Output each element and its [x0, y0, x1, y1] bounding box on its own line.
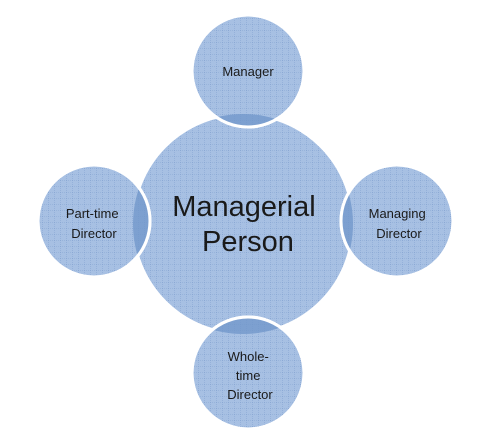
top-label: Manager — [222, 64, 274, 79]
left-label-line-1: Part-time — [66, 206, 119, 221]
left-label: Part-time Director — [66, 206, 122, 241]
right-label-line-1: Managing — [369, 206, 426, 221]
bottom-label: Whole- time Director — [227, 349, 273, 402]
bottom-label-line-3: Director — [227, 387, 273, 402]
top-label-line-1: Manager — [222, 64, 274, 79]
bottom-label-line-1: Whole- — [228, 349, 269, 364]
left-label-line-2: Director — [71, 226, 117, 241]
bottom-label-line-2: time — [236, 368, 261, 383]
center-label-line-1: Managerial — [172, 191, 315, 223]
right-label-line-2: Director — [376, 226, 422, 241]
center-label-line-2: Person — [202, 226, 294, 258]
center-label: Managerial Person — [172, 191, 324, 258]
right-label: Managing Director — [369, 206, 430, 241]
center-circle — [131, 112, 355, 336]
